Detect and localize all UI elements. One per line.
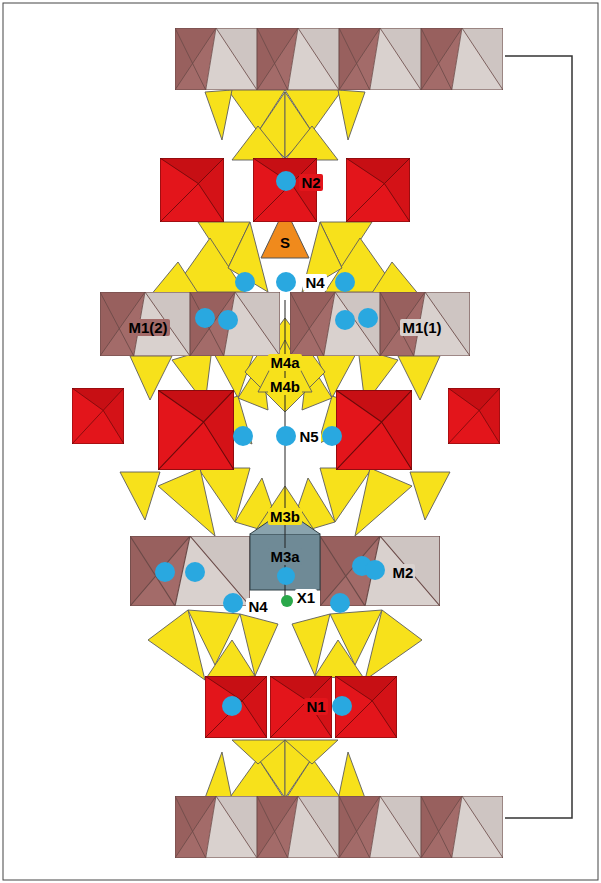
site-dot	[332, 696, 352, 716]
site-dot	[195, 308, 215, 328]
octahedron	[205, 676, 267, 738]
octahedron	[380, 292, 470, 356]
octahedron	[158, 390, 234, 470]
site-dot	[330, 593, 350, 613]
site-dot	[235, 272, 255, 292]
octahedra-rows	[72, 28, 503, 858]
site-dot	[155, 562, 175, 582]
site-label: N2	[299, 174, 322, 191]
octahedron	[257, 796, 339, 858]
site-dot	[223, 593, 243, 613]
octahedron	[257, 28, 339, 90]
site-label: X1	[295, 589, 317, 606]
octahedron	[175, 28, 257, 90]
site-dot	[277, 567, 295, 585]
site-label: M3a	[268, 548, 301, 565]
site-dot	[222, 696, 242, 716]
site-label: M4a	[268, 354, 301, 371]
site-dot	[276, 171, 296, 191]
tetrahedra	[285, 90, 365, 160]
octahedron	[160, 158, 224, 222]
site-label: N4	[303, 274, 326, 291]
tetrahedra	[288, 468, 450, 536]
site-label: S	[278, 234, 292, 251]
site-dot	[218, 310, 238, 330]
site-label: M1(2)	[126, 319, 169, 336]
site-label: M3b	[268, 508, 302, 525]
site-label: N1	[304, 698, 327, 715]
octahedron	[421, 796, 503, 858]
octahedron	[421, 28, 503, 90]
frame	[3, 3, 598, 880]
octahedron	[190, 292, 280, 356]
tetrahedra	[205, 740, 285, 800]
tetrahedra	[148, 610, 278, 680]
site-dot	[185, 562, 205, 582]
octahedron	[270, 676, 332, 738]
site-label: N4	[246, 598, 269, 615]
octahedron	[346, 158, 410, 222]
tetrahedra	[150, 222, 268, 296]
tetrahedra	[120, 468, 282, 536]
octahedron	[339, 28, 421, 90]
octahedron	[339, 796, 421, 858]
site-dot	[276, 426, 296, 446]
site-dot	[322, 426, 342, 446]
octahedron	[72, 388, 124, 444]
site-dot	[335, 310, 355, 330]
site-dot	[276, 272, 296, 292]
site-label: M1(1)	[400, 319, 443, 336]
octahedron	[290, 292, 380, 356]
site-dot	[233, 426, 253, 446]
tetrahedra	[205, 90, 285, 160]
tetrahedra	[292, 610, 422, 680]
tetrahedra	[302, 222, 420, 296]
octahedron	[175, 796, 257, 858]
octahedron	[336, 390, 412, 470]
site-dot	[335, 272, 355, 292]
unit-cell-bracket	[505, 56, 572, 818]
site-label: N5	[297, 428, 320, 445]
site-dot	[358, 308, 378, 328]
octahedron	[448, 388, 500, 444]
site-dot	[365, 560, 385, 580]
tetrahedra	[120, 90, 450, 800]
site-label: M2	[391, 564, 416, 581]
site-label: M4b	[268, 378, 302, 395]
sites	[155, 171, 385, 716]
x1-site-dot	[281, 595, 293, 607]
tetrahedra	[285, 740, 365, 800]
octahedron	[100, 292, 190, 356]
